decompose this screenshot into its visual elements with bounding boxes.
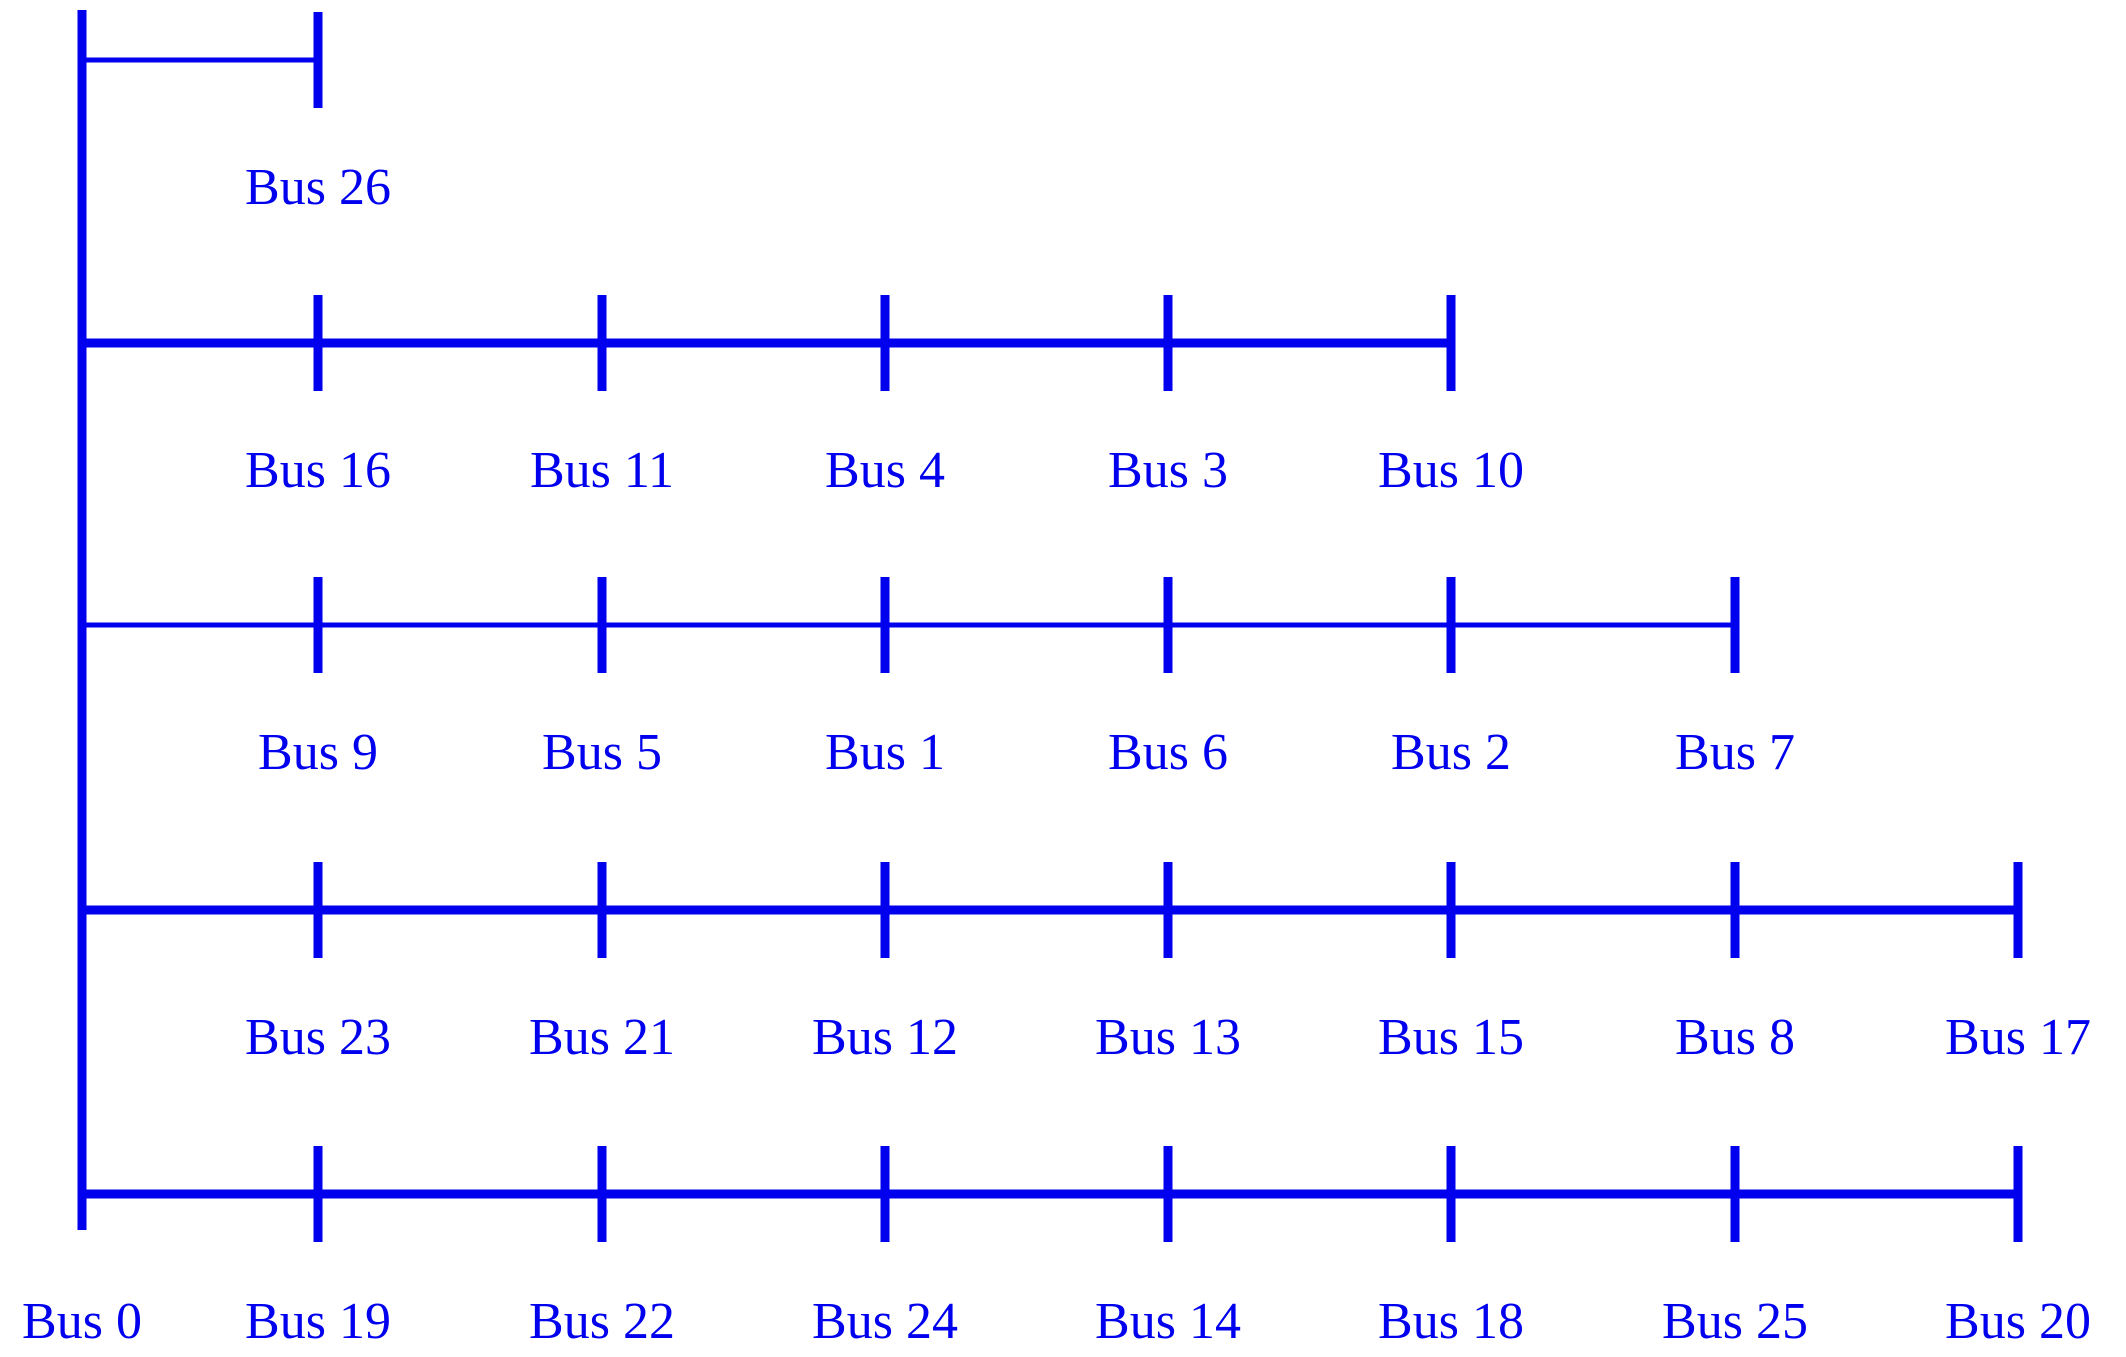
bus-label-bus-3: Bus 3 (1108, 442, 1228, 499)
bus-label-bus-7: Bus 7 (1675, 724, 1795, 781)
bus-label-bus-17: Bus 17 (1945, 1009, 2091, 1066)
bus-label-bus-5: Bus 5 (542, 724, 662, 781)
bus-label-bus-24: Bus 24 (812, 1293, 958, 1350)
bus-label-bus-0: Bus 0 (22, 1293, 142, 1350)
bus-label-bus-13: Bus 13 (1095, 1009, 1241, 1066)
bus-label-bus-21: Bus 21 (529, 1009, 675, 1066)
bus-label-bus-16: Bus 16 (245, 442, 391, 499)
bus-label-bus-2: Bus 2 (1391, 724, 1511, 781)
bus-label-bus-23: Bus 23 (245, 1009, 391, 1066)
bus-label-bus-12: Bus 12 (812, 1009, 958, 1066)
bus-label-bus-14: Bus 14 (1095, 1293, 1241, 1350)
bus-label-bus-1: Bus 1 (825, 724, 945, 781)
bus-label-bus-18: Bus 18 (1378, 1293, 1524, 1350)
bus-label-bus-22: Bus 22 (529, 1293, 675, 1350)
bus-label-bus-20: Bus 20 (1945, 1293, 2091, 1350)
bus-label-bus-11: Bus 11 (530, 442, 674, 499)
bus-rails-group (77, 10, 2023, 1242)
bus-label-bus-25: Bus 25 (1662, 1293, 1808, 1350)
bus-label-bus-6: Bus 6 (1108, 724, 1228, 781)
bus-label-bus-4: Bus 4 (825, 442, 945, 499)
bus-label-bus-26: Bus 26 (245, 159, 391, 216)
bus-label-bus-9: Bus 9 (258, 724, 378, 781)
bus-label-bus-8: Bus 8 (1675, 1009, 1795, 1066)
bus-label-bus-10: Bus 10 (1378, 442, 1524, 499)
bus-label-bus-19: Bus 19 (245, 1293, 391, 1350)
bus-label-bus-15: Bus 15 (1378, 1009, 1524, 1066)
